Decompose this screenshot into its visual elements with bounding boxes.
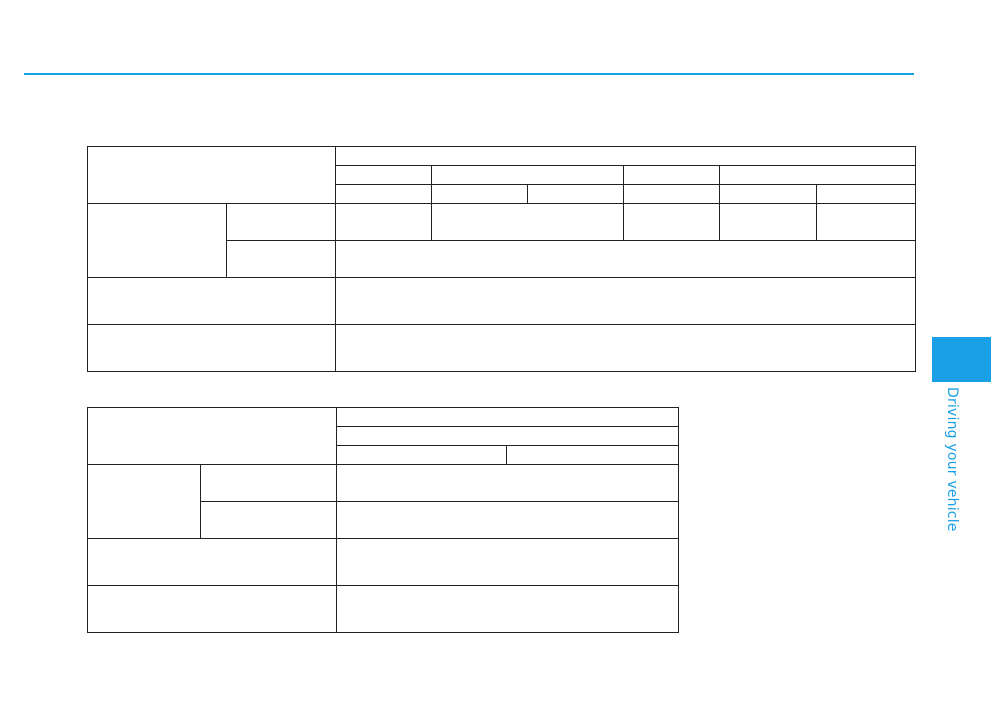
table-row xyxy=(87,324,917,372)
table-row xyxy=(88,445,679,465)
table-cell xyxy=(87,324,336,372)
spec-table-1 xyxy=(87,146,917,372)
table-header-cell xyxy=(623,165,720,185)
table-cell xyxy=(815,203,917,241)
table-header-cell xyxy=(335,165,432,185)
table-cell xyxy=(87,464,201,539)
table-cell xyxy=(334,240,917,278)
table-cell xyxy=(431,203,624,241)
section-tab-label: Driving your vehicle xyxy=(944,387,960,532)
table-cell xyxy=(87,277,336,325)
table-row xyxy=(88,501,679,539)
table-header-cell xyxy=(623,184,720,204)
table-cell xyxy=(623,203,720,241)
table-header-cell xyxy=(815,184,917,204)
table-cell xyxy=(87,203,227,278)
table-header-cell xyxy=(718,165,917,185)
table-cell xyxy=(336,585,679,633)
table-cell xyxy=(200,464,337,502)
section-tab-marker xyxy=(932,337,991,382)
table-header-cell xyxy=(335,184,432,204)
table-row xyxy=(88,240,917,278)
table-cell xyxy=(336,464,679,502)
header-divider xyxy=(24,73,914,75)
table-cell xyxy=(335,203,432,241)
table-header-cell xyxy=(431,165,624,185)
table-cell xyxy=(336,501,679,539)
table-row xyxy=(87,203,917,278)
table-row xyxy=(88,165,917,185)
table-row xyxy=(87,407,679,465)
table-row xyxy=(88,184,917,204)
table-header-cell xyxy=(431,184,528,204)
table-header-cell xyxy=(506,445,679,465)
table-row xyxy=(87,585,679,633)
table-cell xyxy=(226,203,336,241)
table-header-cell xyxy=(336,445,507,465)
table-cell xyxy=(226,240,336,278)
table-header-cell xyxy=(719,184,817,204)
table-cell xyxy=(719,203,817,241)
table-cell xyxy=(87,585,337,633)
table-cell xyxy=(334,324,917,372)
spec-table-2 xyxy=(87,407,679,633)
table-row xyxy=(87,146,917,204)
table-row xyxy=(87,277,917,325)
table-row xyxy=(87,464,679,539)
table-cell xyxy=(200,501,337,539)
table-header-cell xyxy=(87,146,336,204)
table-row xyxy=(87,538,679,586)
table-header-cell xyxy=(87,407,337,465)
table-header-cell xyxy=(336,426,679,446)
table-cell xyxy=(336,538,679,586)
table-cell xyxy=(87,538,337,586)
table-cell xyxy=(334,277,917,325)
table-header-cell xyxy=(527,184,624,204)
table-header-cell xyxy=(334,146,917,166)
table-header-cell xyxy=(336,407,679,427)
